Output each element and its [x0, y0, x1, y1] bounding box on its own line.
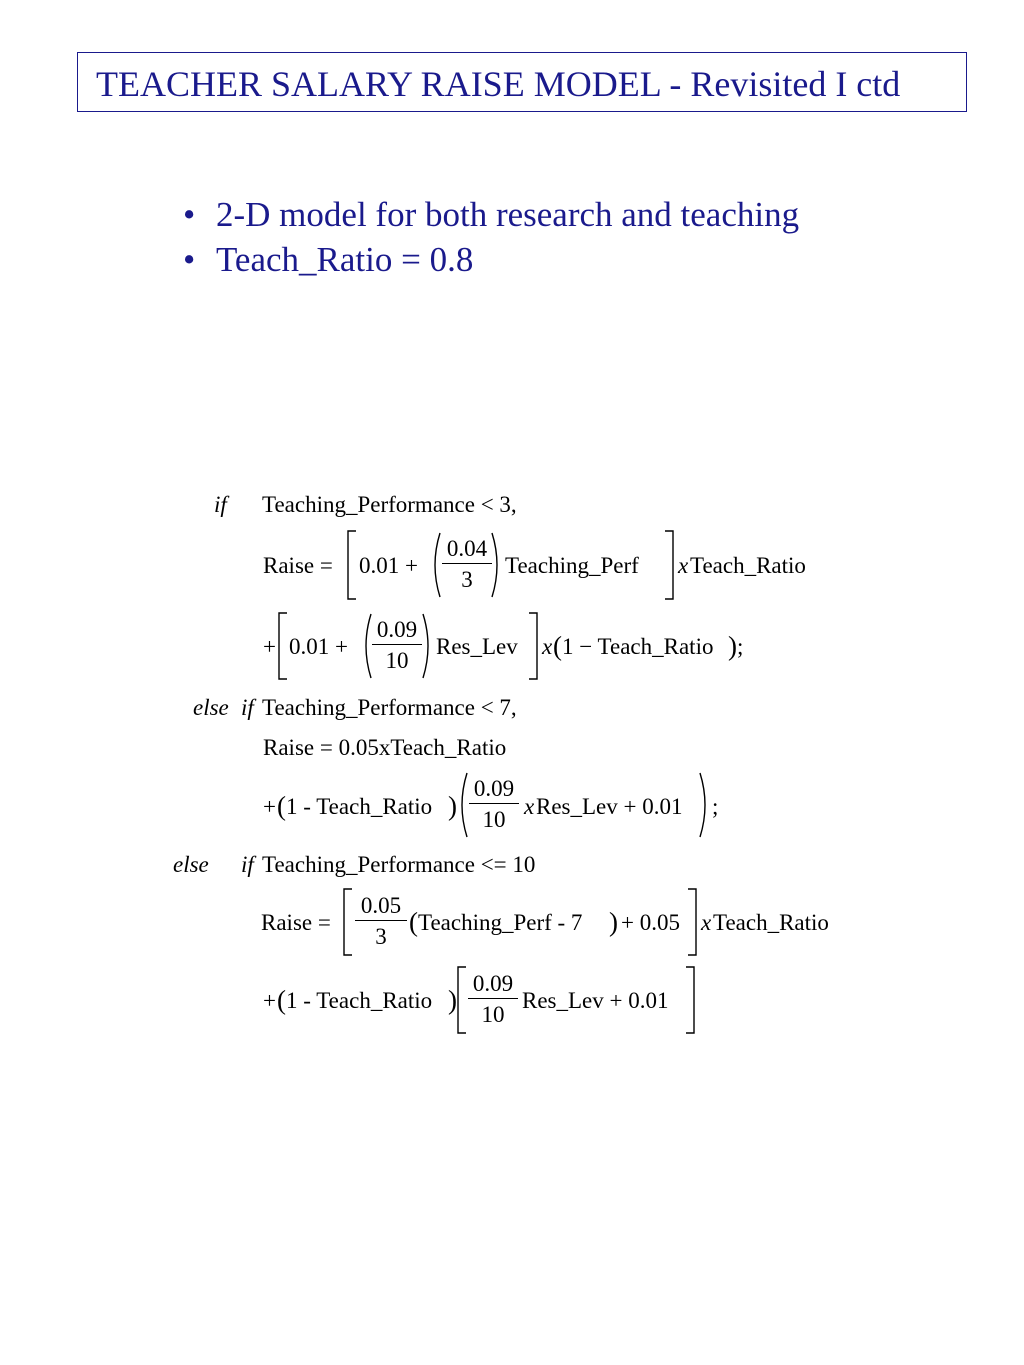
c3-term-d: 1 - Teach_Ratio	[286, 988, 433, 1013]
c2-term-a: 1 - Teach_Ratio	[286, 794, 433, 819]
c1-term-c: Teach_Ratio	[690, 553, 806, 578]
c3-frac-den: 3	[375, 924, 387, 949]
c2-open-paren: (	[277, 791, 286, 821]
c1-fraction-2: 0.09 10	[372, 618, 422, 672]
c3-close-paren-2: )	[448, 985, 457, 1015]
c1-times: x	[678, 553, 689, 578]
c3-fraction-2: 0.09 10	[468, 972, 518, 1026]
c2-condition: Teaching_Performance < 7,	[262, 695, 517, 720]
bullet-text: 2-D model for both research and teaching	[216, 195, 800, 234]
c2-fraction: 0.09 10	[469, 777, 519, 831]
c3-frac2-den: 10	[481, 1002, 505, 1027]
c3-frac2-bar	[468, 998, 518, 999]
c1-frac-den: 3	[461, 567, 473, 592]
c2-left-paren-big	[461, 772, 468, 838]
c3-open-paren-2: (	[277, 985, 286, 1015]
bullet-dot: •	[183, 240, 196, 279]
c1-right-paren-2	[422, 613, 429, 679]
c3-plus: +	[263, 988, 276, 1013]
c3-frac-num: 0.05	[360, 893, 402, 918]
c1-left-paren-2	[365, 613, 372, 679]
c1-term-d: 0.01 +	[289, 634, 348, 659]
c1-term-a: 0.01 +	[359, 553, 418, 578]
c1-times-2: x	[542, 634, 553, 659]
c1-plus: +	[263, 634, 276, 659]
c3-raise-label: Raise =	[261, 910, 331, 935]
c1-right-bracket-2	[529, 612, 538, 680]
c1-close-paren: )	[728, 631, 737, 661]
c3-else: else	[173, 852, 209, 877]
c1-frac-bar	[442, 563, 492, 564]
c2-semicolon: ;	[712, 794, 719, 819]
c3-left-bracket	[343, 888, 352, 956]
c2-term-b: Res_Lev + 0.01	[536, 794, 683, 819]
c1-term-f: 1 − Teach_Ratio	[562, 634, 714, 659]
bullet-dot: •	[183, 195, 196, 234]
c2-close-paren: )	[448, 791, 457, 821]
c1-semicolon: ;	[737, 634, 744, 659]
c1-frac2-bar	[372, 644, 422, 645]
c1-frac2-num: 0.09	[376, 617, 418, 642]
c3-left-bracket-2	[457, 966, 466, 1034]
c3-condition: Teaching_Performance <= 10	[262, 852, 536, 877]
c2-right-paren-big	[699, 772, 706, 838]
c2-plus: +	[263, 794, 276, 819]
c1-raise-label: Raise =	[263, 553, 333, 578]
c3-fraction: 0.05 3	[355, 894, 407, 948]
bullet-item: • Teach_Ratio = 0.8	[183, 237, 799, 282]
c3-term-e: Res_Lev + 0.01	[522, 988, 669, 1013]
c3-term-a: Teaching_Perf - 7	[418, 910, 583, 935]
slide-title: TEACHER SALARY RAISE MODEL - Revisited I…	[96, 64, 901, 104]
bullet-item: • 2-D model for both research and teachin…	[183, 192, 799, 237]
c3-right-bracket	[688, 888, 697, 956]
c2-if: if	[241, 695, 254, 720]
c3-times: x	[701, 910, 712, 935]
c1-left-bracket-2	[278, 612, 287, 680]
c2-else: else	[193, 695, 229, 720]
c3-term-c: Teach_Ratio	[713, 910, 829, 935]
c1-if: if	[214, 492, 227, 517]
c1-condition: Teaching_Performance < 3,	[262, 492, 517, 517]
c1-frac-num: 0.04	[446, 536, 488, 561]
c3-term-b: + 0.05	[621, 910, 680, 935]
bullet-list: • 2-D model for both research and teachin…	[183, 192, 799, 282]
c1-fraction: 0.04 3	[442, 537, 492, 591]
c3-frac-bar	[355, 920, 407, 921]
c2-times: x	[524, 794, 535, 819]
c3-frac2-num: 0.09	[472, 971, 514, 996]
bullet-text: Teach_Ratio = 0.8	[216, 240, 474, 279]
c3-close-paren: )	[609, 907, 618, 937]
c2-frac-bar	[469, 803, 519, 804]
c3-if: if	[241, 852, 254, 877]
c1-term-e: Res_Lev	[436, 634, 518, 659]
c1-left-paren	[434, 532, 441, 598]
c1-right-bracket	[665, 530, 674, 600]
c1-open-paren: (	[553, 631, 562, 661]
title-box: TEACHER SALARY RAISE MODEL - Revisited I…	[77, 52, 967, 112]
c2-frac-den: 10	[482, 807, 506, 832]
c2-line-1: Raise = 0.05xTeach_Ratio	[263, 735, 507, 760]
c1-left-bracket	[347, 530, 356, 600]
c1-right-paren	[491, 532, 498, 598]
c3-open-paren: (	[409, 907, 418, 937]
c2-frac-num: 0.09	[473, 776, 515, 801]
c1-term-b: Teaching_Perf	[505, 553, 639, 578]
c1-frac2-den: 10	[385, 648, 409, 673]
c3-right-bracket-2	[686, 966, 695, 1034]
